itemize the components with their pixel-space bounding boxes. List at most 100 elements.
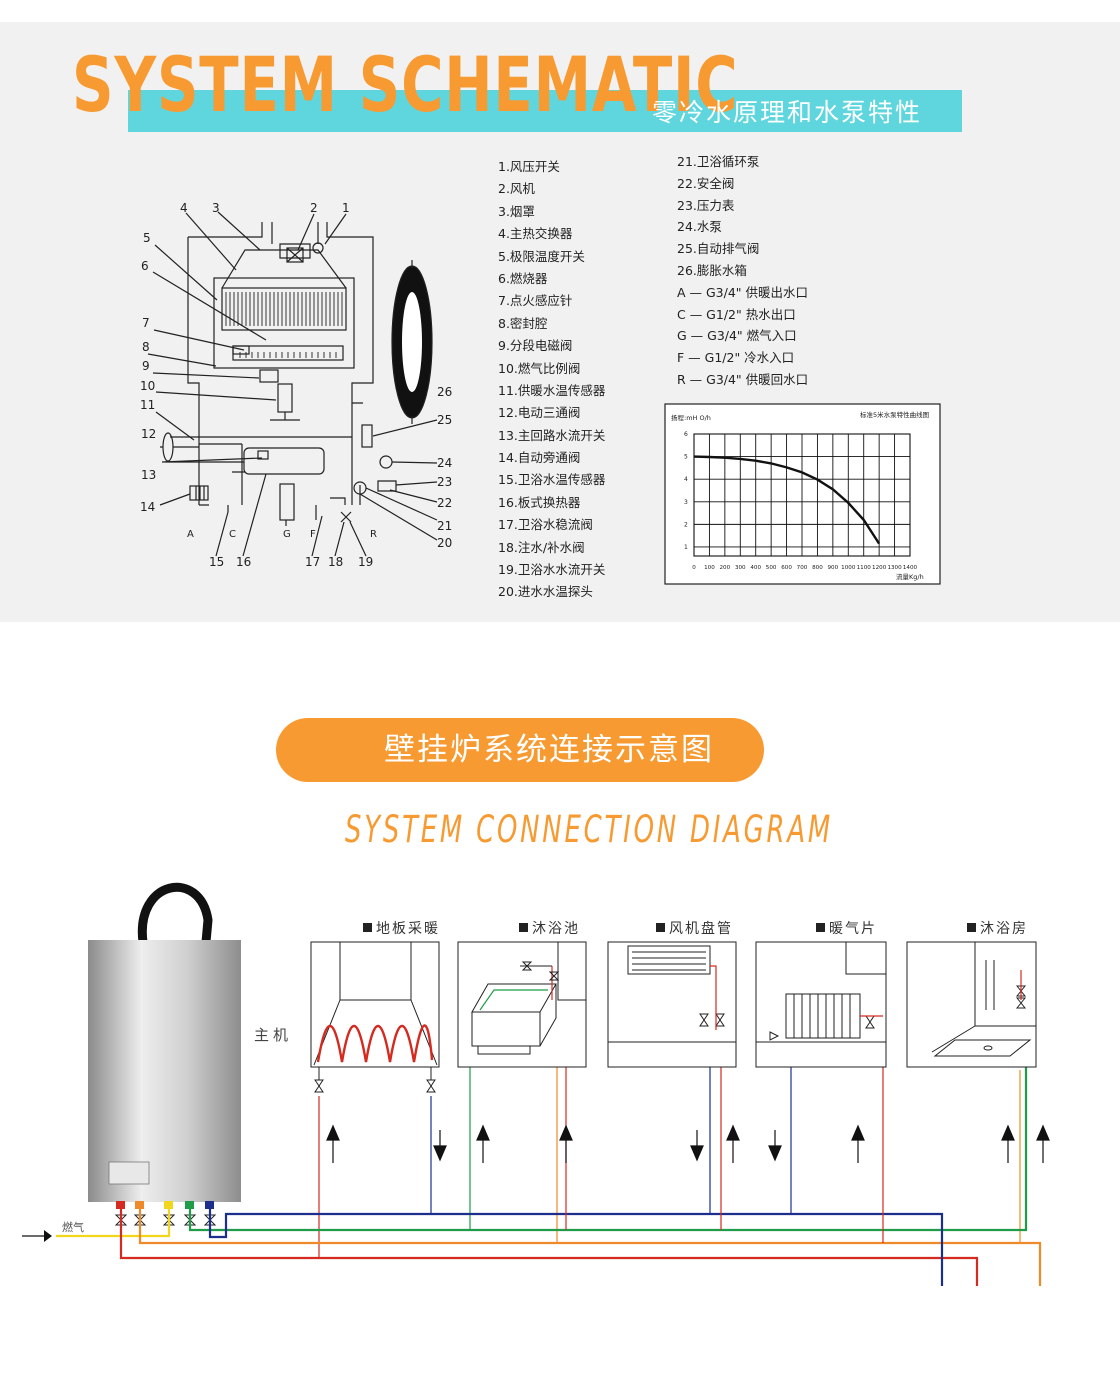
section-title-en: SYSTEM CONNECTION DIAGRAM [345,808,834,851]
legend-item-16: 17.卫浴水稳流阀 [498,517,593,533]
port-label-g: G [283,529,291,540]
callout-13: 13 [141,468,156,482]
fan [286,247,304,263]
callout-9: 9 [142,359,150,373]
callout-17: 17 [305,555,320,569]
callout-4: 4 [180,201,188,215]
callout-22: 22 [437,496,452,510]
legend-item-9: 10.燃气比例阀 [498,360,581,376]
legend-item-7: 8.密封腔 [498,315,548,331]
legend-item-19: 20.进水水温探头 [498,584,593,600]
boiler-schematic: 4 3 2 1 5 6 7 8 9 10 11 12 13 14 15 16 1… [140,201,452,569]
main-heat-exchanger [221,287,347,331]
legend-item-0: 1.风压开关 [498,159,560,174]
room-label-shower-room: 沐浴房 [967,918,1028,938]
x-tick-label: 1300 [887,565,902,571]
room-label-floor-heating: 地板采暖 [363,918,440,938]
legend-item-10: 11.供暖水温传感器 [498,382,606,398]
legend-item-4: 25.自动排气阀 [677,241,760,257]
x-tick-label: 1100 [857,565,872,571]
callout-24: 24 [437,456,452,470]
x-tick-label: 1000 [841,565,856,571]
callout-18: 18 [328,555,343,569]
callout-15: 15 [209,555,224,569]
chart-y-label: 扬程:mH O/h [671,413,711,422]
auto-bypass-valve [189,485,209,501]
x-tick-label: 100 [704,565,715,571]
callout-10: 10 [140,379,155,393]
y-tick-label: 2 [684,521,688,528]
chart-x-label: 流量Kg/h [896,572,924,581]
callout-19: 19 [358,555,373,569]
callout-7: 7 [142,316,150,330]
room-label-bathtub: 沐浴池 [519,918,580,938]
legend-item-12: 13.主回路水流开关 [498,427,606,443]
callout-14: 14 [140,500,155,514]
legend-item-1: 22.安全阀 [677,175,735,191]
legend-item-5: 6.燃烧器 [498,270,548,286]
radiator-box [755,941,887,1068]
chart-title: 标准5米水泵特性曲线图 [860,410,929,419]
room-label-fan-coil: 风机盘管 [656,918,733,938]
gas-label: 燃气 [62,1221,84,1234]
legend-item-2: 23.压力表 [677,197,735,213]
callout-20: 20 [437,536,452,550]
port-label-f: F [310,529,316,540]
legend-item-1: 2.风机 [498,181,535,197]
x-tick-label: 300 [735,565,746,571]
gas-pipe-block [279,483,295,521]
boiler-label: 主机 [254,1026,293,1044]
air-pressure-switch [312,242,324,254]
y-tick-label: 5 [684,454,688,461]
x-tick-label: 1400 [903,565,918,571]
x-tick-label: 600 [781,565,792,571]
port-label-c: C [229,529,236,540]
plate-heat-exchanger [243,447,325,475]
y-tick-label: 6 [684,431,688,438]
port-label-r: R [370,529,377,540]
floor-heating-box [310,941,440,1068]
callout-3: 3 [212,201,220,215]
sealed-chamber [213,277,355,369]
callout-5: 5 [143,231,151,245]
x-tick-label: 200 [720,565,731,571]
legend-item-11: 12.电动三通阀 [498,405,581,421]
section-title-cn: 壁挂炉系统连接示意图 [384,732,714,768]
legend-item-9: F — G1/2" 冷水入口 [677,350,795,366]
callout-25: 25 [437,413,452,427]
legend-item-4: 5.极限温度开关 [498,248,585,264]
y-tick-label: 4 [684,476,688,483]
x-tick-label: 500 [766,565,777,571]
legend-item-3: 24.水泵 [677,219,722,235]
callout-16: 16 [236,555,251,569]
bathtub-box [457,941,587,1068]
callout-11: 11 [140,398,155,412]
legend-item-15: 16.板式换热器 [498,494,581,510]
legend-item-6: 7.点火感应针 [498,293,573,309]
callout-2: 2 [310,201,318,215]
callout-6: 6 [141,259,149,273]
auto-air-vent [361,424,373,448]
flue-hood [221,249,347,289]
legend-item-13: 14.自动旁通阀 [498,450,581,466]
pump-curve-line [693,455,881,545]
port-label-a: A [187,529,194,540]
shower-room-box [906,941,1037,1068]
legend-item-7: C — G1/2" 热水出口 [677,306,796,322]
wall-hung-boiler [88,882,241,1209]
callout-23: 23 [437,475,452,489]
legend-item-10: R — G3/4" 供暖回水口 [677,371,809,387]
legend-item-17: 18.注水/补水阀 [498,539,585,555]
cold-water-inlet [315,497,346,520]
callout-8: 8 [142,340,150,354]
page-subtitle: 零冷水原理和水泵特性 [652,98,923,127]
section-title-pill: 壁挂炉系统连接示意图 [276,718,764,782]
legend-item-8: G — G3/4" 燃气入口 [677,328,797,344]
fan-coil-box [607,941,737,1068]
legend-item-2: 3.烟罩 [498,203,535,219]
x-tick-label: 900 [828,565,839,571]
x-tick-label: 0 [692,565,696,571]
y-tick-label: 3 [684,499,688,506]
